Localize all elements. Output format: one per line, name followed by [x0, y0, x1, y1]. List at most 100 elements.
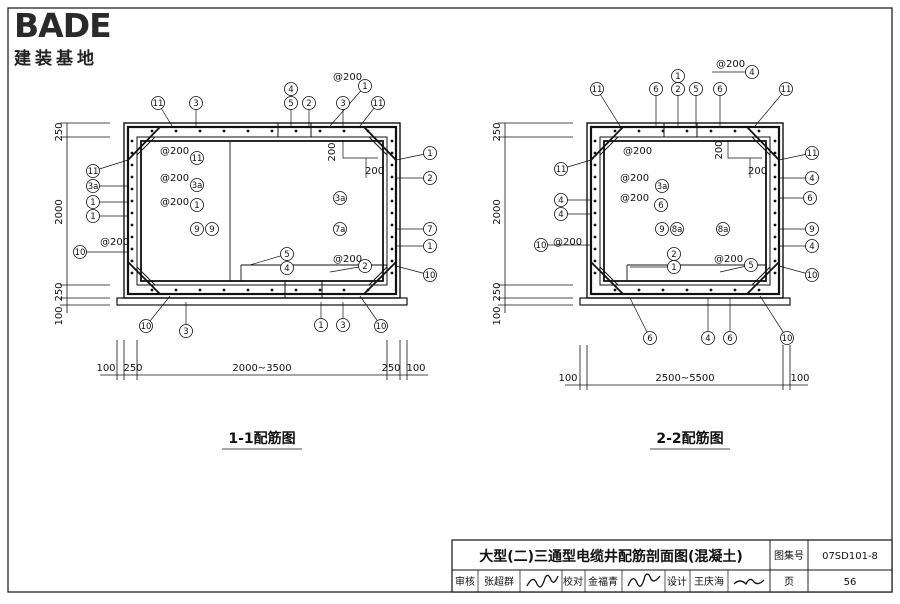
bar-mark-label: 4 — [705, 334, 710, 344]
bar-mark-label: 9 — [194, 225, 199, 235]
bar-mark-label: 5 — [284, 250, 289, 260]
bar-mark-circle — [333, 191, 347, 205]
rebar-dot — [130, 163, 134, 167]
bar-mark-label: 5 — [748, 261, 753, 271]
checker-signature — [627, 573, 661, 587]
rebar-dot — [366, 129, 370, 133]
rebar-dot — [390, 139, 394, 143]
section-2-width-dimension — [565, 345, 808, 390]
rebar-dot — [637, 288, 641, 292]
atlas-number: 07SD101-8 — [822, 551, 878, 562]
bar-mark-label: 3a — [192, 181, 203, 191]
bar-mark-label: 3 — [193, 99, 198, 109]
bar-mark-circle — [423, 171, 437, 185]
bar-mark-circle — [701, 331, 715, 345]
rebar-dot — [773, 187, 777, 191]
section-1-haunch-2: 200 — [365, 166, 384, 177]
section-2-2: 250 2000 250 100 100 2500~5500 100 @200 … — [492, 59, 819, 450]
bar-mark-circle — [179, 324, 193, 338]
checker-name: 金福青 — [588, 575, 618, 588]
section-1-height-label-top: 250 — [54, 122, 65, 141]
rebar-dot — [246, 288, 250, 292]
bar-mark-circle — [86, 209, 100, 223]
bar-mark-label: 3a — [657, 182, 668, 192]
bar-mark-circle — [745, 65, 759, 79]
bar-mark-circle — [723, 331, 737, 345]
check-label: 校对 — [563, 575, 583, 588]
rebar-dot — [593, 187, 597, 191]
bar-mark-circle — [358, 79, 372, 93]
bar-mark-circle — [336, 318, 350, 332]
bar-mark-circle — [190, 151, 204, 165]
bar-mark-label: 9 — [809, 225, 814, 235]
bar-mark-label: 10 — [536, 241, 547, 251]
rebar-dot — [773, 199, 777, 203]
rebar-dot — [613, 129, 617, 133]
bar-mark-circle — [302, 96, 316, 110]
rebar-dot — [757, 129, 761, 133]
bar-mark-circle — [371, 96, 385, 110]
rebar-dot — [270, 288, 274, 292]
reviewer-signature — [526, 574, 559, 588]
section-2-spacing-2: @200 — [620, 173, 649, 184]
rebar-dot — [174, 288, 178, 292]
rebar-dot — [773, 151, 777, 155]
bar-mark-label: 11 — [556, 165, 567, 175]
rebar-dot — [130, 187, 134, 191]
rebar-dot — [661, 129, 665, 133]
bar-mark-label: 3 — [340, 99, 345, 109]
bar-mark-circle — [284, 96, 298, 110]
bar-mark-circle — [671, 82, 685, 96]
bar-mark-circle — [655, 222, 669, 236]
section-1-rebar-dots — [130, 129, 394, 292]
bar-mark-circle — [358, 259, 372, 273]
rebar-dot — [130, 139, 134, 143]
section-2-height-label-bottom: 250 — [492, 282, 503, 301]
bar-mark-circle — [284, 82, 298, 96]
designer-signature — [733, 578, 765, 586]
bar-mark-label: 7a — [335, 225, 346, 235]
bar-mark-label: 6 — [717, 85, 722, 95]
bar-mark-label: 4 — [558, 196, 563, 206]
section-1-spacing-6: @200 — [333, 254, 362, 265]
bar-mark-circle — [374, 319, 388, 333]
bar-mark-label: 4 — [288, 85, 293, 95]
bar-mark-circle — [667, 260, 681, 274]
rebar-dot — [130, 223, 134, 227]
rebar-dot — [390, 247, 394, 251]
title-block: 大型(二)三通型电缆井配筋剖面图(混凝土) 图集号 07SD101-8 审核 张… — [451, 539, 893, 593]
rebar-dot — [174, 129, 178, 133]
rebar-dot — [593, 271, 597, 275]
rebar-dot — [593, 151, 597, 155]
rebar-dot — [130, 175, 134, 179]
section-1-1: 250 2000 250 100 100 250 2000~3500 250 1… — [54, 72, 437, 450]
rebar-dot — [366, 288, 370, 292]
rebar-dot — [593, 139, 597, 143]
rebar-dot — [150, 288, 154, 292]
rebar-dot — [270, 129, 274, 133]
bar-mark-label: 3 — [183, 327, 188, 337]
rebar-dot — [733, 129, 737, 133]
bar-mark-label: 9 — [659, 225, 664, 235]
bar-mark-label: 1 — [675, 72, 680, 82]
rebar-dot — [685, 129, 689, 133]
bar-mark-circle — [713, 82, 727, 96]
leader-line — [754, 88, 787, 127]
section-1-edge-left-outer: 100 — [96, 363, 115, 374]
rebar-dot — [390, 235, 394, 239]
bar-mark-label: 11 — [807, 149, 818, 159]
designer-name: 王庆海 — [694, 575, 724, 588]
rebar-dot — [773, 139, 777, 143]
bar-mark-label: 4 — [809, 174, 814, 184]
rebar-dot — [637, 129, 641, 133]
rebar-dot — [342, 129, 346, 133]
bar-mark-circle — [655, 179, 669, 193]
drawing-title: 大型(二)三通型电缆井配筋剖面图(混凝土) — [479, 548, 743, 565]
bar-mark-circle — [423, 239, 437, 253]
rebar-dot — [222, 129, 226, 133]
bar-mark-label: 4 — [284, 264, 289, 274]
rebar-dot — [773, 247, 777, 251]
bar-mark-label: 1 — [194, 201, 199, 211]
section-1-span-label: 2000~3500 — [232, 363, 291, 374]
